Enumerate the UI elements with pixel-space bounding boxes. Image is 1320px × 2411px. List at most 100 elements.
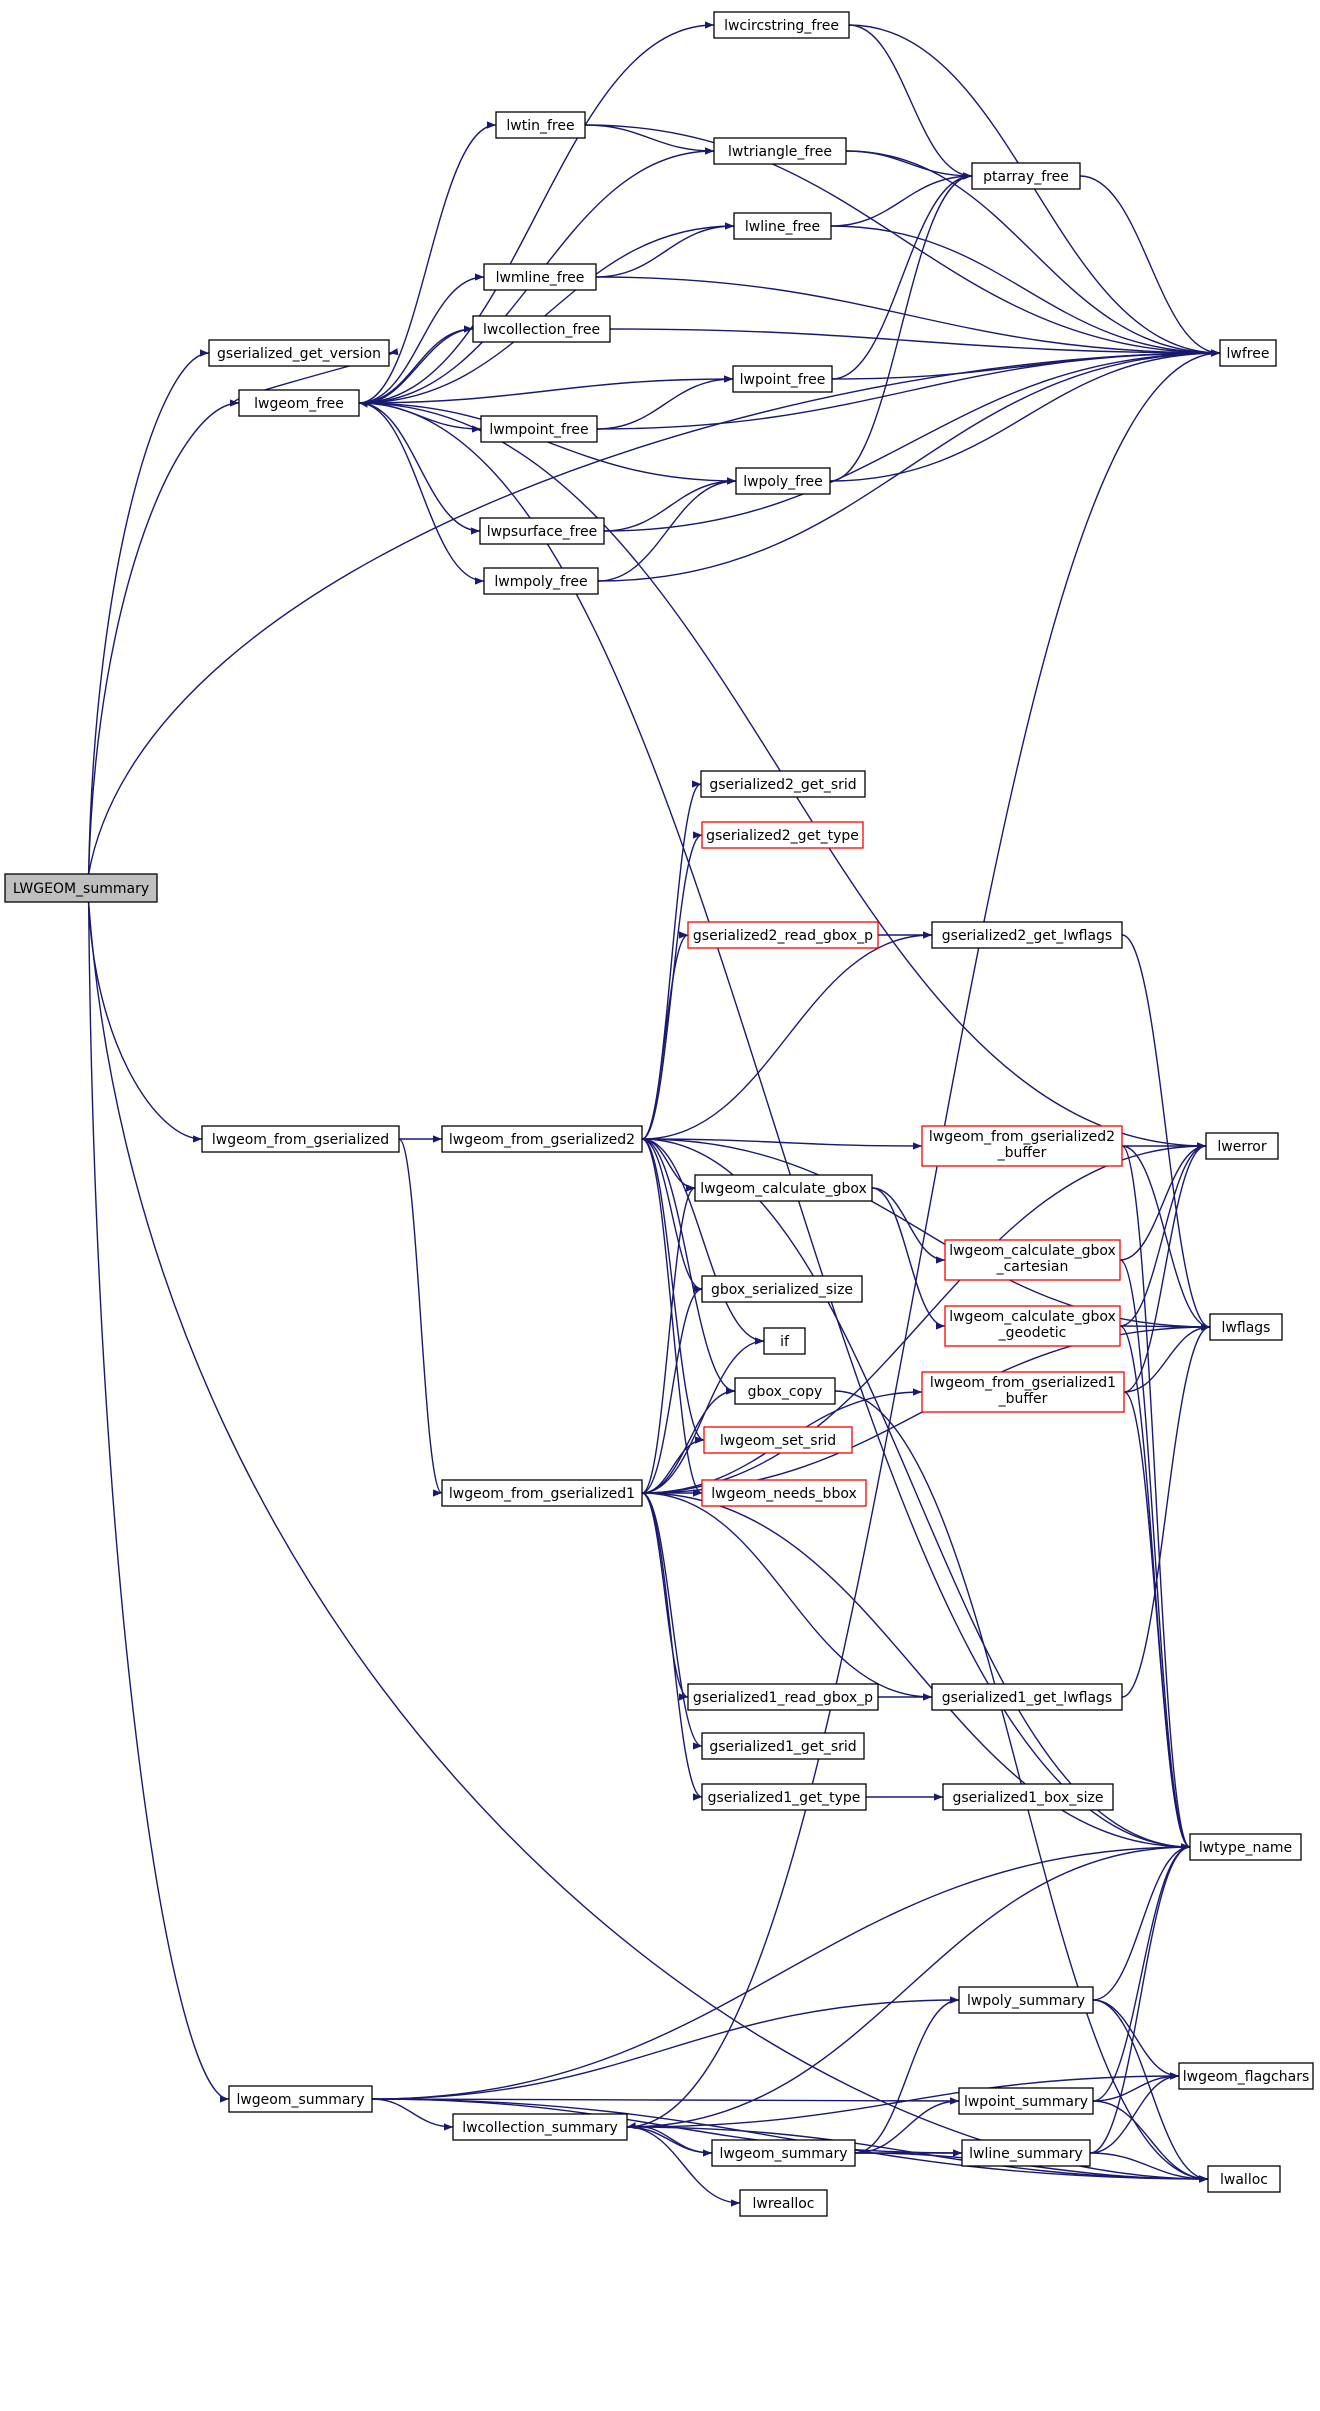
node-label: lwpsurface_free: [487, 524, 598, 540]
node-box: [701, 821, 864, 849]
node-label: lwgeom_summary: [236, 2092, 364, 2108]
node-label: lwpoly_free: [743, 474, 823, 490]
node-lwtriangle-free[interactable]: lwtriangle_free: [713, 137, 847, 165]
edge-lwgeom_free-to-lwmline_free: [358, 273, 485, 404]
node-gbox-copy[interactable]: gbox_copy: [734, 1377, 836, 1405]
edge-lwgeom_from_gserialized2-to-lwgeom_from_gserialized2_buffer: [641, 1138, 923, 1150]
node-label: lwflags: [1222, 1320, 1271, 1336]
node-lwgeom-summary-b[interactable]: lwgeom_summary: [711, 2139, 856, 2167]
node-lwflags[interactable]: lwflags: [1209, 1313, 1283, 1341]
node-ptarray-free[interactable]: ptarray_free: [971, 162, 1081, 190]
node-gserialized1-get-lwflags[interactable]: gserialized1_get_lwflags: [931, 1683, 1123, 1711]
node-box: [958, 1986, 1094, 2014]
node-gserialized1-get-type[interactable]: gserialized1_get_type: [701, 1783, 867, 1811]
edge-lwgeom_from_gserialized-to-lwgeom_from_gserialized1: [398, 1138, 443, 1497]
node-lwcollection-summary[interactable]: lwcollection_summary: [452, 2113, 628, 2141]
node-lwpoly-free[interactable]: lwpoly_free: [735, 467, 831, 495]
node-LWGEOM-summary[interactable]: LWGEOM_summary: [4, 873, 158, 903]
edge-lwpsurface_free-to-lwpoly_free: [603, 477, 737, 532]
node-gserialized2-get-srid[interactable]: gserialized2_get_srid: [700, 770, 866, 798]
node-box: [701, 1732, 865, 1760]
node-label: lwmpoly_free: [494, 574, 587, 590]
node-lwcircstring-free[interactable]: lwcircstring_free: [713, 11, 850, 39]
node-lwpoint-summary[interactable]: lwpoint_summary: [958, 2087, 1094, 2115]
node-label: lwpoly_summary: [967, 1993, 1085, 2009]
node-box: [687, 921, 879, 949]
node-lwgeom-calculate-gbox-cartesian[interactable]: lwgeom_calculate_gbox_cartesian: [944, 1239, 1121, 1281]
node-label: lwgeom_from_gserialized1: [930, 1375, 1116, 1391]
node-lwgeom-from-gserialized[interactable]: lwgeom_from_gserialized: [201, 1125, 400, 1153]
node-lwcollection-free[interactable]: lwcollection_free: [472, 315, 611, 343]
node-label: gbox_copy: [748, 1384, 823, 1400]
node-lwtin-free[interactable]: lwtin_free: [495, 111, 586, 139]
node-lwerror[interactable]: lwerror: [1205, 1132, 1279, 1160]
node-lwmpoint-free[interactable]: lwmpoint_free: [480, 415, 598, 443]
node-label: lwtype_name: [1199, 1840, 1292, 1856]
edge-ptarray_free-to-lwfree: [1079, 175, 1221, 357]
node-label-line2: _buffer: [998, 1391, 1048, 1407]
node-box: [479, 517, 605, 545]
node-box: [1219, 339, 1277, 367]
node-lwgeom-set-srid[interactable]: lwgeom_set_srid: [703, 1426, 853, 1454]
edge-lwline_free-to-lwfree: [830, 225, 1221, 357]
node-gserialized1-read-gbox-p[interactable]: gserialized1_read_gbox_p: [687, 1683, 879, 1711]
node-box: [931, 1683, 1123, 1711]
node-lwline-free[interactable]: lwline_free: [733, 212, 832, 240]
node-label: lwerror: [1217, 1139, 1266, 1155]
edge-lwpoint_summary-to-lwtype_name: [1092, 1843, 1191, 2102]
node-gserialized1-box-size[interactable]: gserialized1_box_size: [942, 1783, 1114, 1811]
edge-lwcollection_summary-to-lwtype_name: [626, 1843, 1191, 2128]
node-lwmline-free[interactable]: lwmline_free: [483, 263, 597, 291]
edge-lwgeom_summary_b-to-lwpoint_summary: [854, 2097, 960, 2154]
edge-lwgeom_from_gserialized2-to-gbox_copy: [641, 1138, 736, 1395]
edge-lwcollection_free-to-lwfree: [609, 328, 1221, 357]
node-if[interactable]: if: [763, 1327, 806, 1355]
node-box: [4, 873, 158, 903]
node-box: [687, 1683, 879, 1711]
edge-lwpoint_summary-to-lwgeom_flagchars: [1092, 2072, 1180, 2102]
node-gbox-serialized-size[interactable]: gbox_serialized_size: [701, 1275, 863, 1303]
edge-lwgeom_summary_a-to-lwalloc: [371, 2098, 1209, 2183]
edge-lwgeom_from_gserialized1-to-gserialized1_get_type: [641, 1492, 703, 1801]
node-lwgeom-calculate-gbox[interactable]: lwgeom_calculate_gbox: [694, 1174, 873, 1202]
node-lwfree[interactable]: lwfree: [1219, 339, 1277, 367]
node-lwpoly-summary[interactable]: lwpoly_summary: [958, 1986, 1094, 2014]
node-lwline-summary[interactable]: lwline_summary: [961, 2139, 1091, 2167]
edge-lwgeom_calculate_gbox_cartesian-to-lwtype_name: [1119, 1259, 1191, 1851]
node-lwgeom-from-gserialized1-buffer[interactable]: lwgeom_from_gserialized1_buffer: [921, 1371, 1125, 1413]
node-box: [1205, 1132, 1279, 1160]
node-lwpsurface-free[interactable]: lwpsurface_free: [479, 517, 605, 545]
node-lwgeom-free[interactable]: lwgeom_free: [238, 389, 360, 417]
node-box: [472, 315, 611, 343]
node-gserialized2-read-gbox-p[interactable]: gserialized2_read_gbox_p: [687, 921, 879, 949]
node-label: lwmline_free: [496, 270, 585, 286]
node-box: [208, 339, 390, 367]
node-gserialized2-get-lwflags[interactable]: gserialized2_get_lwflags: [931, 921, 1123, 949]
edge-lwmpoly_free-to-lwpoly_free: [597, 477, 737, 582]
edge-lwpoly_summary-to-lwalloc: [1092, 1999, 1209, 2183]
node-lwgeom-calculate-gbox-geodetic[interactable]: lwgeom_calculate_gbox_geodetic: [944, 1305, 1121, 1347]
node-lwgeom-summary-a[interactable]: lwgeom_summary: [228, 2085, 373, 2113]
node-gserialized2-get-type[interactable]: gserialized2_get_type: [701, 821, 864, 849]
node-lwalloc[interactable]: lwalloc: [1207, 2165, 1281, 2193]
edge-lwtin_free-to-lwtriangle_free: [584, 124, 715, 155]
node-lwtype-name[interactable]: lwtype_name: [1189, 1833, 1302, 1861]
node-gserialized1-get-srid[interactable]: gserialized1_get_srid: [701, 1732, 865, 1760]
node-box: [735, 467, 831, 495]
node-lwgeom-from-gserialized2[interactable]: lwgeom_from_gserialized2: [441, 1125, 643, 1153]
node-lwmpoly-free[interactable]: lwmpoly_free: [483, 567, 599, 595]
node-lwgeom-flagchars[interactable]: lwgeom_flagchars: [1178, 2062, 1314, 2090]
node-lwrealloc[interactable]: lwrealloc: [739, 2189, 828, 2217]
edge-lwgeom_from_gserialized1-to-lwtype_name: [641, 1492, 1191, 1851]
edge-lwline_summary-to-lwalloc: [1089, 2152, 1209, 2183]
edge-lwgeom_free-to-lwcircstring_free: [358, 21, 715, 404]
node-label: lwgeom_flagchars: [1183, 2069, 1310, 2085]
edge-lwmpoint_free-to-lwpoint_free: [596, 375, 734, 430]
node-lwgeom-from-gserialized2-buffer[interactable]: lwgeom_from_gserialized2_buffer: [921, 1125, 1123, 1167]
node-box: [495, 111, 586, 139]
node-lwgeom-needs-bbox[interactable]: lwgeom_needs_bbox: [701, 1479, 867, 1507]
node-label-line2: _geodetic: [998, 1325, 1067, 1341]
node-lwpoint-free[interactable]: lwpoint_free: [732, 365, 833, 393]
node-lwgeom-from-gserialized1[interactable]: lwgeom_from_gserialized1: [441, 1479, 643, 1507]
node-gserialized-get-version[interactable]: gserialized_get_version: [208, 339, 390, 367]
